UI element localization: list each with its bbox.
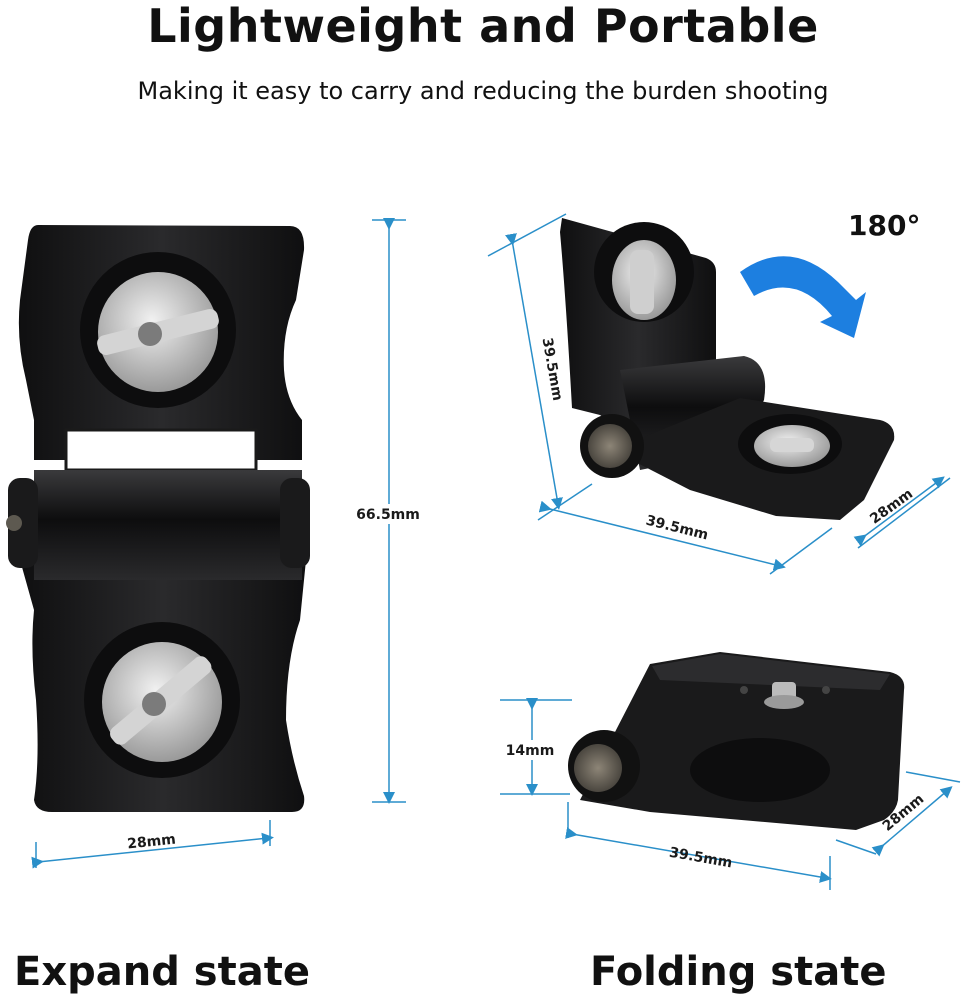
top-screw (80, 252, 236, 408)
rotation-angle: 180° (848, 209, 920, 242)
folding-closed-length-dimension: 39.5mm (668, 845, 734, 872)
bottom-screw (84, 622, 240, 778)
folding-open-length-dimension: 39.5mm (644, 513, 710, 544)
folding-closed-height-dimension: 14mm (506, 743, 555, 759)
folding-open-height-dimension: 39.5mm (539, 337, 566, 403)
folding-open-product (560, 218, 895, 520)
folding-closed-product (568, 652, 905, 830)
expand-width-dimension: 28mm (127, 832, 177, 853)
height-label-bg (340, 504, 432, 524)
closed-height-label-bg (500, 740, 560, 760)
folding-state-label: Folding state (590, 949, 887, 995)
folding-open-width-dimension: 28mm (867, 486, 916, 528)
expand-state-product (6, 225, 310, 812)
page-title: Lightweight and Portable (147, 0, 819, 53)
folding-open-dimension-lines (487, 213, 951, 575)
expand-state-label: Expand state (14, 949, 310, 995)
page-subtitle: Making it easy to carry and reducing the… (137, 77, 829, 105)
rotation-arrow (740, 256, 866, 338)
expand-height-dimension: 66.5mm (356, 507, 420, 523)
